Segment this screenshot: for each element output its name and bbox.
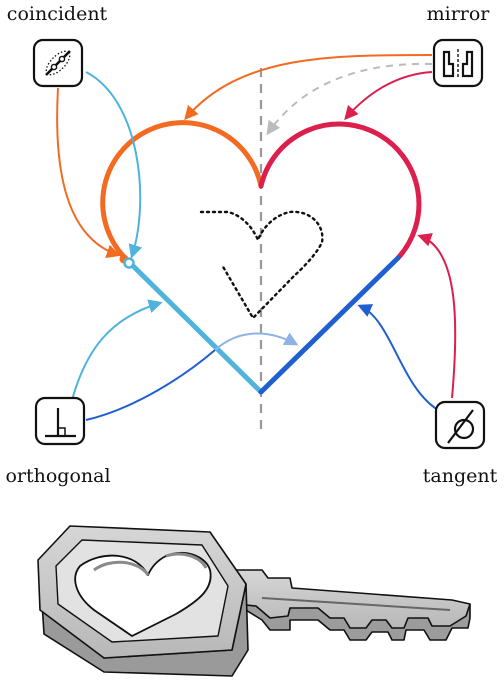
- left-line: [125, 258, 264, 395]
- mirror-label: mirror: [427, 3, 491, 25]
- coincident-icon: [45, 50, 71, 76]
- tangent-icon: [447, 409, 475, 444]
- arrow-tangent-blue: [357, 304, 439, 411]
- orthogonal-icon: [45, 408, 76, 438]
- left-arc: [100, 120, 264, 261]
- heart-sketch: [100, 68, 422, 430]
- key-heart-inner-wall: [93, 552, 208, 576]
- arrow-mirror-orange: [184, 54, 433, 121]
- tangent-label: tangent: [423, 465, 498, 487]
- orthogonal-label: orthogonal: [5, 465, 110, 487]
- coincident-point-line: [123, 257, 135, 269]
- key-blade-groove: [261, 597, 451, 611]
- coincident-constraint: coincident: [7, 3, 108, 88]
- arrow-coincident-orange: [56, 87, 121, 259]
- orthogonal-icon-box: [34, 396, 86, 446]
- coincident-label: coincident: [7, 3, 108, 25]
- tangent-icon-box: [434, 400, 486, 450]
- key-heart-cutout: [74, 551, 212, 637]
- arrow-coincident-blue: [85, 71, 143, 259]
- mirror-constraint: mirror: [427, 3, 491, 88]
- mirror-icon: [442, 49, 474, 79]
- arrow-orthogonal-pale: [214, 332, 299, 351]
- inner-dotted-heart: [199, 210, 324, 320]
- key-blade: [229, 569, 471, 629]
- arrow-orthogonal-blue: [85, 349, 216, 421]
- mirror-icon-box: [432, 38, 484, 88]
- right-arc: [258, 121, 422, 261]
- arrow-orthogonal-lblue: [71, 299, 163, 401]
- orthogonal-constraint: orthogonal: [5, 396, 111, 487]
- constraint-arrows: [56, 54, 457, 421]
- arrow-mirror-axis: [266, 62, 433, 136]
- arrow-tangent-crimson: [417, 233, 457, 399]
- tangent-constraint: tangent: [423, 400, 498, 487]
- arrow-mirror-crimson: [344, 71, 433, 121]
- right-line: [258, 255, 401, 395]
- key-3d-render: [37, 525, 471, 677]
